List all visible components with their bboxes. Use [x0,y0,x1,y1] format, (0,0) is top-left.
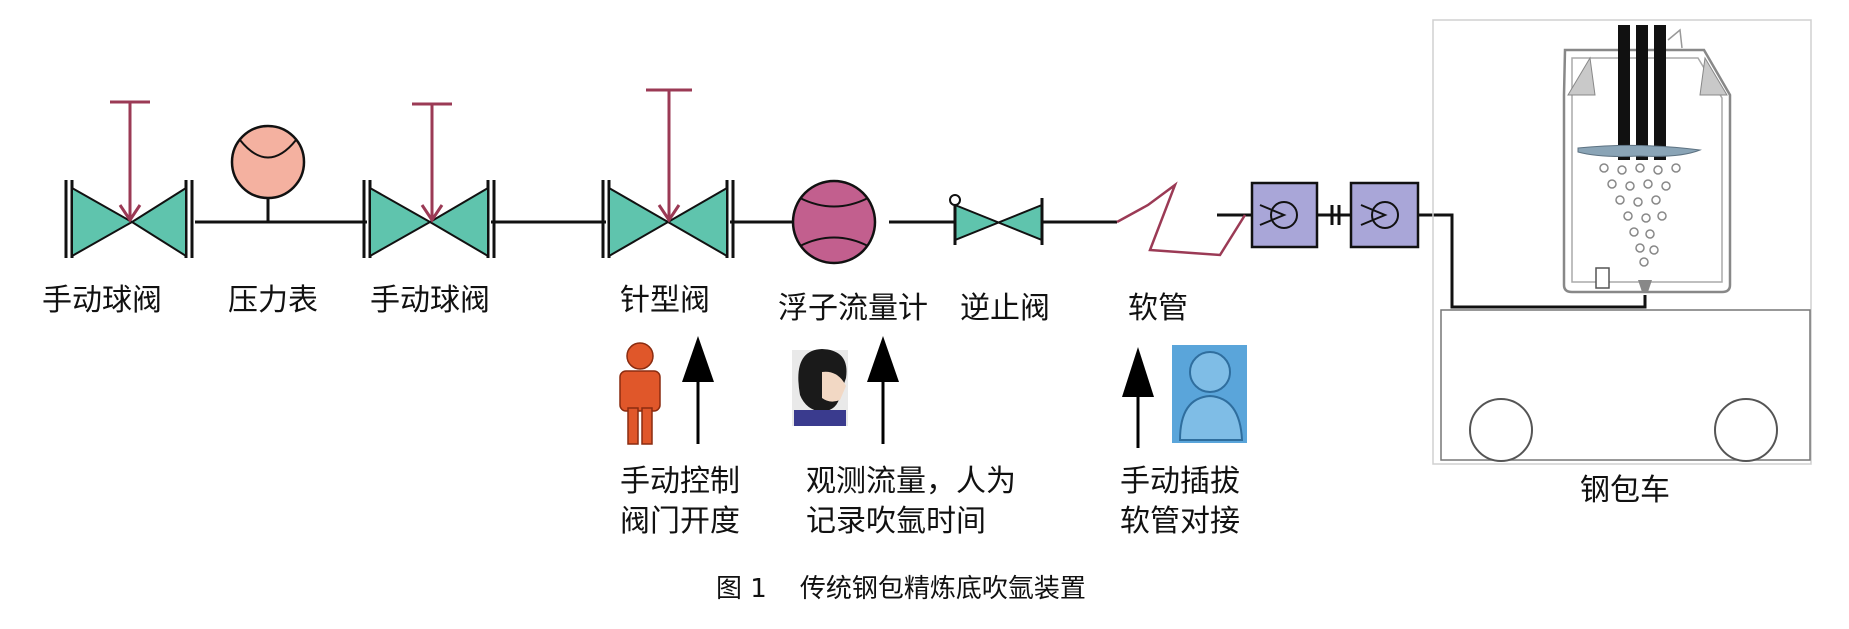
flowmeter-note: 观测流量，人为 记录吹氩时间 [806,462,1016,542]
up-arrow-2-icon [867,336,899,444]
hose-note-line2: 软管对接 [1120,504,1240,539]
needle-valve-icon [601,88,735,258]
needle-note-line2: 阀门开度 [620,504,740,539]
check-valve-label: 逆止阀 [960,291,1050,326]
ball-valve-2-label: 手动球阀 [370,283,490,318]
flow-note-line2: 记录吹氩时间 [806,504,986,539]
observer-icon [792,349,848,426]
quick-coupling-1-icon [1250,181,1319,249]
needle-valve-label: 针型阀 [620,283,710,318]
ladle-icon [1562,25,1732,294]
flow-note-line1: 观测流量，人为 [806,464,1016,499]
up-arrow-3-icon [1122,347,1154,448]
check-valve-icon [949,194,1044,245]
flowmeter-icon [791,179,877,265]
ball-valve-1-icon [64,100,194,258]
hose-label: 软管 [1128,291,1188,326]
hose-note-line1: 手动插拔 [1120,464,1240,499]
gas-pipe-line [195,213,1647,309]
operator-icon [619,342,661,445]
hose-icon [1116,181,1247,257]
needle-valve-note: 手动控制 阀门开度 [620,462,740,542]
ladle-car-icon [1432,19,1812,465]
quick-coupling-2-icon [1349,181,1420,249]
hose-note: 手动插拔 软管对接 [1120,462,1240,542]
ladle-car-label: 钢包车 [1580,473,1670,508]
pressure-gauge-label: 压力表 [228,283,318,318]
argon-bubbles-icon [1599,163,1681,267]
figure-caption: 图 1 传统钢包精炼底吹氩装置 [716,574,1086,604]
ball-valve-1-label: 手动球阀 [42,283,162,318]
pressure-gauge-icon [230,124,306,222]
ball-valve-2-icon [362,102,496,258]
up-arrow-1-icon [682,336,714,444]
needle-note-line1: 手动控制 [620,464,740,499]
user-icon [1172,345,1247,443]
flowmeter-label: 浮子流量计 [778,291,928,326]
coupling-joint-icon [1330,205,1341,225]
